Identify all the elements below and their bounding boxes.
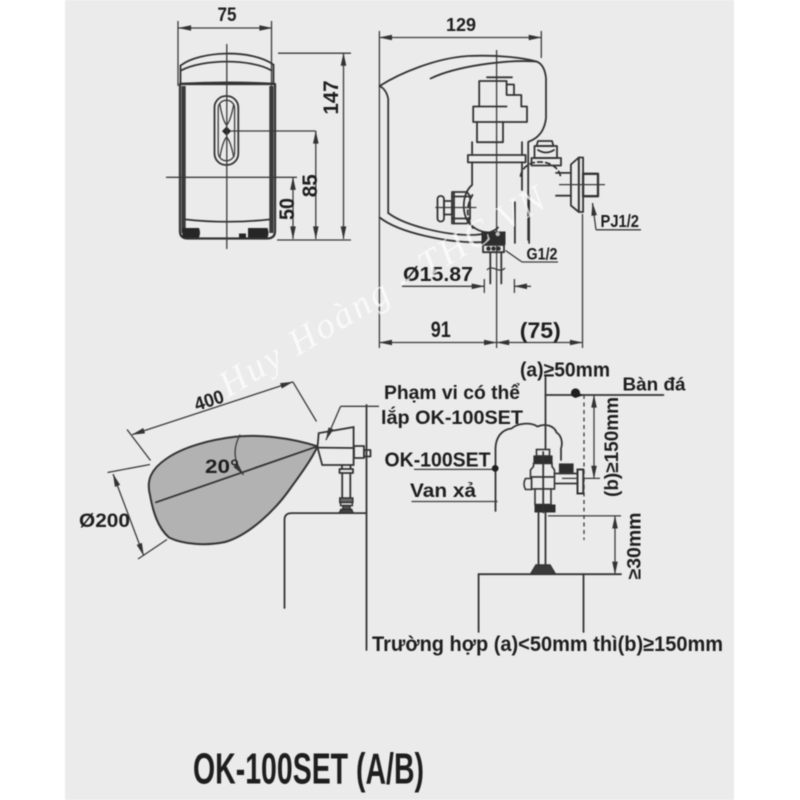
svg-text:(75): (75) bbox=[520, 318, 561, 343]
svg-text:OK-100SET (A/B): OK-100SET (A/B) bbox=[193, 745, 424, 794]
svg-text:20°: 20° bbox=[205, 457, 239, 478]
svg-text:Trường hợp (a)<50mm thì(b)≥150: Trường hợp (a)<50mm thì(b)≥150mm bbox=[372, 633, 723, 656]
svg-text:Ø15.87: Ø15.87 bbox=[403, 264, 473, 286]
svg-text:129: 129 bbox=[446, 14, 476, 35]
svg-text:Ø200: Ø200 bbox=[79, 511, 130, 532]
svg-text:85: 85 bbox=[298, 174, 322, 197]
svg-text:Phạm vi có thể: Phạm vi có thể bbox=[384, 383, 520, 404]
svg-text:91: 91 bbox=[431, 317, 451, 342]
svg-text:(b)≥150mm: (b)≥150mm bbox=[602, 397, 623, 497]
svg-text:(a)≥50mm: (a)≥50mm bbox=[520, 360, 610, 382]
svg-text:Van xả: Van xả bbox=[410, 481, 476, 502]
svg-text:Bàn đá: Bàn đá bbox=[623, 375, 687, 395]
svg-text:OK-100SET: OK-100SET bbox=[385, 450, 491, 472]
svg-text:PJ1/2: PJ1/2 bbox=[601, 211, 640, 231]
svg-text:50: 50 bbox=[275, 198, 299, 220]
svg-text:147: 147 bbox=[319, 80, 343, 114]
svg-text:G1/2: G1/2 bbox=[527, 245, 558, 264]
svg-text:lắp OK-100SET: lắp OK-100SET bbox=[381, 407, 523, 429]
svg-text:≥30mm: ≥30mm bbox=[625, 513, 646, 580]
svg-text:75: 75 bbox=[218, 5, 237, 26]
